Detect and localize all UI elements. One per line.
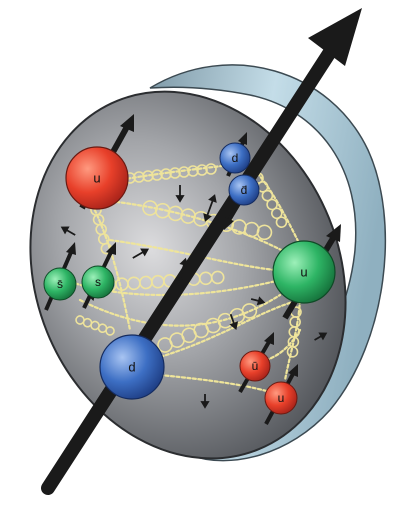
arrow-icon (238, 132, 247, 145)
quark-u-top-left: u (65, 114, 134, 210)
quark-d-bottom: d (99, 334, 165, 400)
quark-d-top: d (219, 132, 251, 177)
arrow-icon (288, 364, 298, 377)
quark-label: s (95, 275, 101, 289)
quark-label: u (300, 264, 307, 279)
quark-label: d (232, 151, 239, 165)
arrow-icon (308, 8, 362, 66)
quark-label: u (278, 391, 285, 405)
quark-label: s̄ (57, 277, 63, 291)
quark-label: d (128, 359, 135, 374)
quark-dbar-top: d̄ (224, 173, 260, 230)
proton-spin-axis-arrow (41, 8, 362, 495)
arrow-icon (326, 224, 341, 242)
quark-label: u (93, 170, 100, 185)
arrow-icon (120, 114, 134, 132)
arrow-icon (66, 242, 76, 255)
quark-sbar: s̄ (43, 242, 77, 311)
gluon-spin-arrows (60, 185, 328, 409)
quark-label: ū (252, 359, 259, 373)
quark-label: d̄ (241, 183, 248, 197)
quark-u-right: u (272, 224, 341, 320)
gluon-spring-icon (88, 198, 132, 332)
gluon-spring-icon (98, 198, 302, 262)
arrow-icon (224, 217, 234, 230)
gluon-spring-icon (78, 293, 282, 327)
arrow-icon (264, 332, 274, 345)
quark-s: s (81, 242, 116, 309)
quark-u-bottom: u (264, 364, 298, 425)
arrow-icon (106, 242, 116, 255)
quark-ubar: ū (238, 332, 274, 393)
